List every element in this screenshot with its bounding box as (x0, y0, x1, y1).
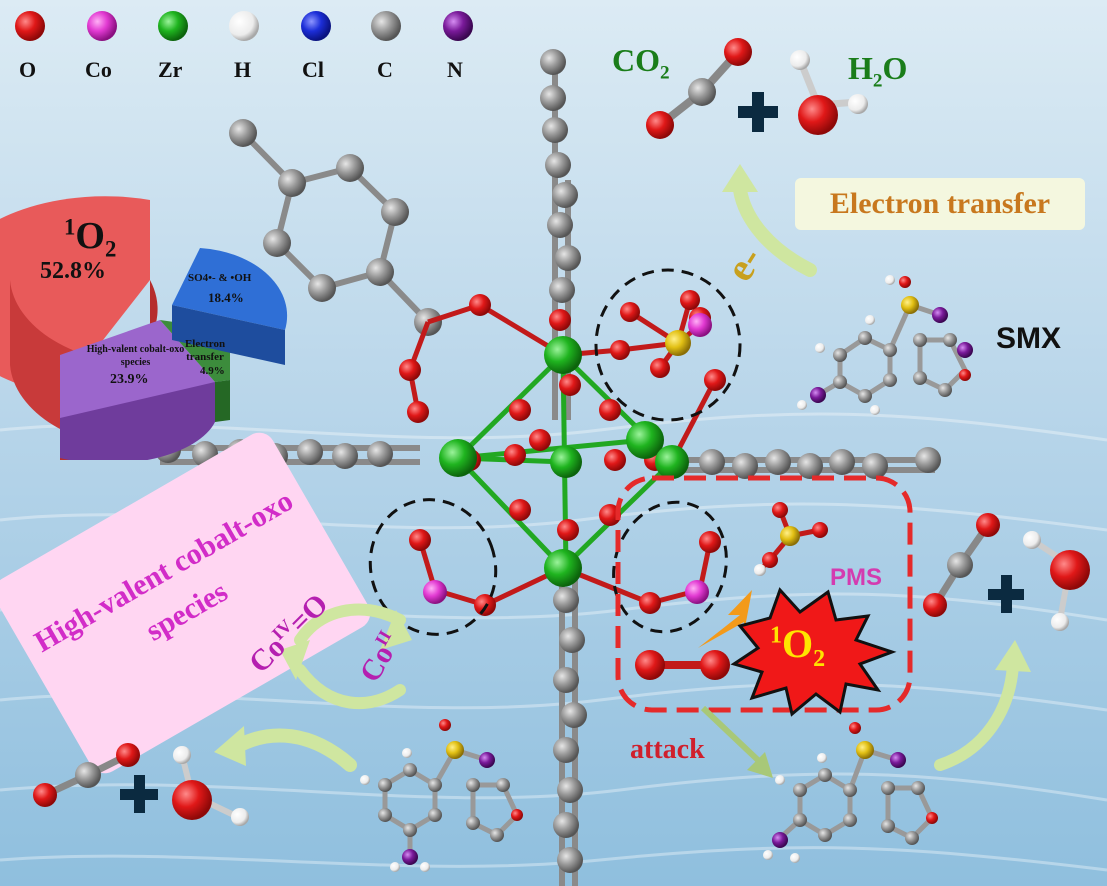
attack-arrow (700, 705, 773, 778)
products-bottom-left (33, 743, 249, 826)
legend-label-n: N (447, 57, 463, 82)
pie-slice-so4-oh-side (172, 305, 285, 365)
products-right (923, 513, 1090, 631)
legend-label-co: Co (85, 57, 112, 82)
legend-co-ball (87, 11, 117, 41)
pie-label-electron-transfer: Electron transfer (184, 338, 226, 363)
smx-label: SMX (996, 322, 1062, 355)
pie-label-so4-oh: SO4•- & •OH (188, 272, 252, 284)
legend-h-ball (229, 11, 259, 41)
smx-molecule-bottom-right (763, 722, 938, 863)
legend-label-o: O (19, 57, 37, 82)
smx-molecule-bottom-left (360, 719, 523, 872)
legend-n-ball (443, 11, 473, 41)
electron-transfer-label: Electron transfer (829, 187, 1051, 220)
attack-label: attack (630, 734, 705, 765)
legend-label-cl: Cl (302, 57, 324, 82)
pie-value-so4-oh: 18.4% (208, 290, 244, 305)
singlet-oxygen-label: 1O2 (770, 621, 826, 672)
legend-o-ball (15, 11, 45, 41)
pie-value-high-valent: 23.9% (110, 372, 149, 387)
legend-label-h: H (234, 57, 252, 82)
smx-molecule-top (797, 275, 973, 415)
legend-zr-ball (158, 11, 188, 41)
pie-label-1o2: 1O2 (64, 214, 117, 262)
pie-slice-electron-transfer-side (215, 380, 230, 422)
atom-legend (15, 11, 473, 41)
pms-label: PMS (830, 564, 883, 591)
co2-label-top: CO2 (612, 42, 670, 84)
cobalt-cycle-arrows (280, 603, 412, 710)
legend-label-zr: Zr (158, 57, 183, 82)
legend-cl-ball (301, 11, 331, 41)
arrow-bottom-left (214, 726, 357, 772)
pie-value-electron-transfer: 4.9% (200, 365, 225, 377)
h2o-label-top: H2O (848, 50, 908, 92)
electron-transfer-box: Electron transfer (795, 178, 1085, 230)
arrow-bottom-right (934, 640, 1031, 771)
products-top (646, 38, 868, 139)
arrow-electron-transfer (722, 164, 817, 277)
pie-slice-so4-oh (172, 248, 288, 330)
pie-chart (0, 196, 288, 460)
pie-label-high-valent: High-valent cobalt-oxo species (86, 344, 185, 368)
pie-value-1o2: 52.8% (40, 258, 106, 284)
legend-c-ball (371, 11, 401, 41)
pie-slice-high-valent-side (60, 382, 215, 460)
legend-label-c: C (377, 57, 393, 82)
